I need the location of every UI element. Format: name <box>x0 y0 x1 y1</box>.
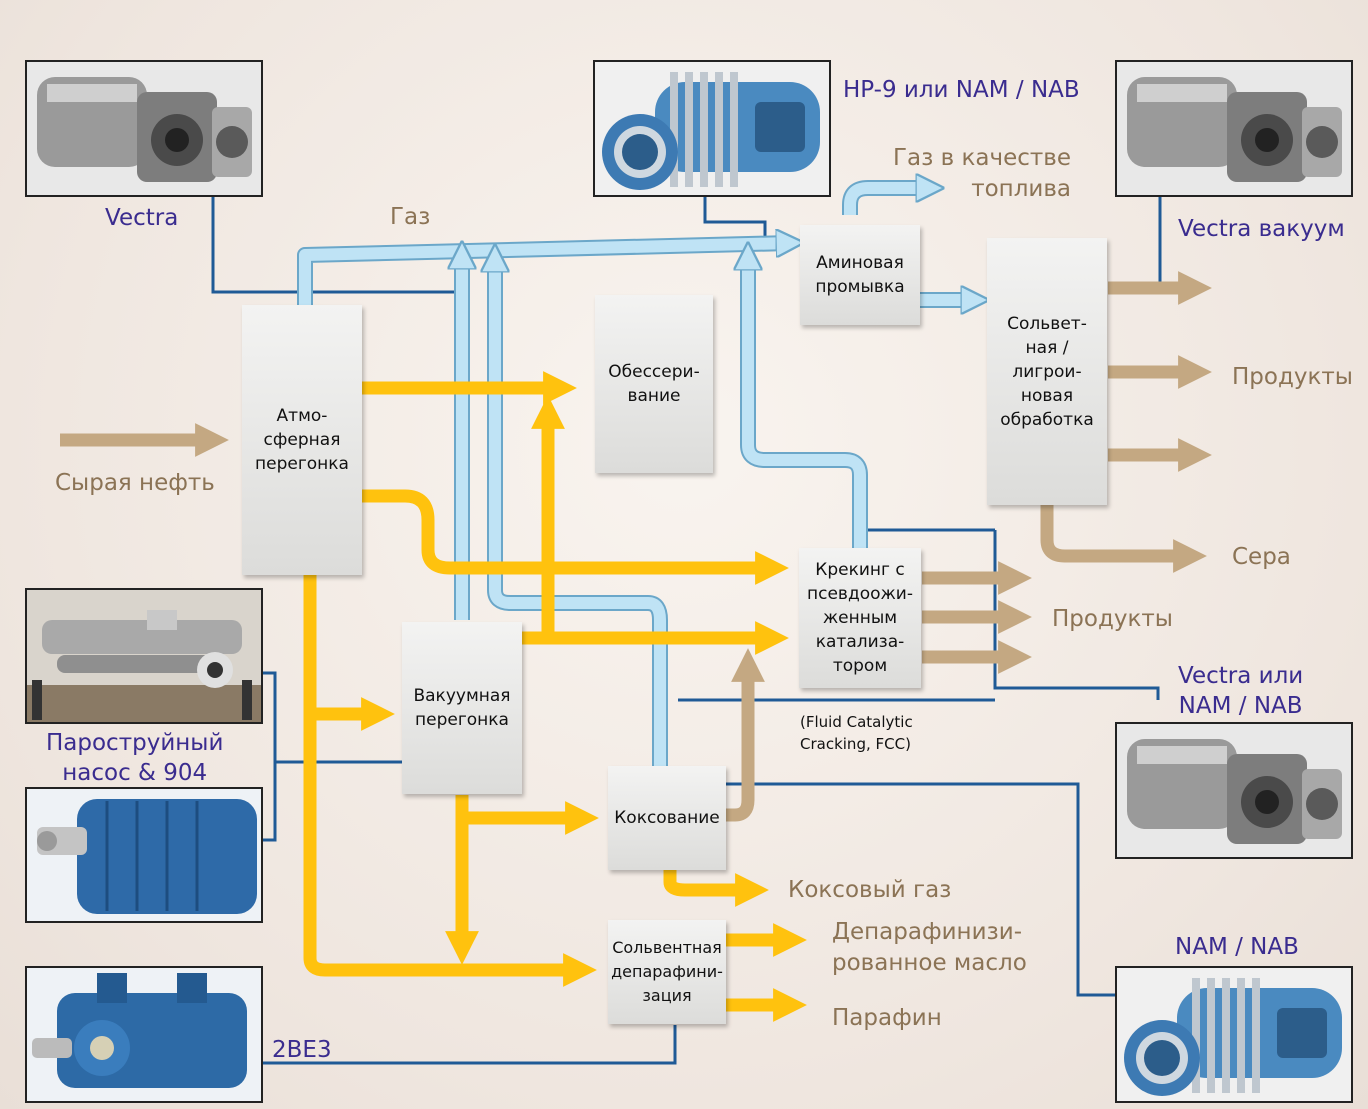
product-flows <box>60 271 1212 822</box>
solvent-dewaxing-box: Сольвентная депарафини- зация <box>608 920 726 1024</box>
nam-nab-pump-photo <box>1115 966 1353 1103</box>
vectra-nam-label: Vectra или NAM / NAB <box>1178 663 1304 719</box>
coke-to-fcc <box>725 648 765 822</box>
sulfur-flow <box>1040 505 1207 573</box>
vectra-label: Vectra <box>105 205 179 231</box>
2be3-label: 2BE3 <box>272 1037 332 1063</box>
2be3-pump-photo <box>25 966 263 1103</box>
solvent-naphtha-treatment-box: Сольвет- ная / лигрои- новая обработка <box>987 238 1107 505</box>
vectra-pump-photo <box>25 60 263 197</box>
vacuum-line-vectra-vacuum <box>1108 195 1162 292</box>
coking-box: Коксование <box>608 766 726 870</box>
gas-flow-fcc <box>742 258 866 548</box>
vacuum-distillation-box: Вакуумная перегонка <box>402 622 522 794</box>
vacuum-line-ejector <box>260 671 277 842</box>
amine-wash-box: Аминовая промывка <box>800 225 920 325</box>
atmospheric-distillation-box: Атмо- сферная перегонка <box>242 305 362 575</box>
products-right-label: Продукты <box>1232 364 1353 390</box>
gas-flows <box>297 188 975 768</box>
gas-flow-main <box>299 243 790 305</box>
fcc-products-label: Продукты <box>1052 606 1173 632</box>
gas-flow-coking <box>489 260 666 768</box>
dewaxed-oil-label: Депарафинизи- рованное масло <box>832 919 1027 976</box>
oil-flow-fcc <box>362 489 789 585</box>
fcc-box: Крекинг с псевдоожи- женным катализа- то… <box>799 548 921 688</box>
vectra-vacuum-pump-photo <box>1115 60 1353 197</box>
oil-flow-coke-gas <box>663 870 769 907</box>
hp9-label: HP-9 или NAM / NAB <box>843 77 1080 103</box>
vacuum-line-2be3 <box>262 1025 677 1065</box>
motor-photo <box>25 787 263 923</box>
fcc-note: (Fluid Catalytic Cracking, FCC) <box>800 713 913 753</box>
sulfur-label: Сера <box>1232 544 1291 570</box>
oil-flows <box>303 371 807 1022</box>
ejector-photo <box>25 588 263 724</box>
hp9-pump-photo <box>593 60 831 197</box>
gas-flow-fuel <box>844 188 930 215</box>
coke-gas-label: Коксовый газ <box>788 877 952 903</box>
vacuum-line-vectra-nam <box>993 530 1160 700</box>
vacuum-line-vectra <box>211 195 305 294</box>
desulfurization-box: Обессери- вание <box>595 295 713 473</box>
gas-label: Газ <box>390 204 431 230</box>
vectra-vacuum-label: Vectra вакуум <box>1178 216 1345 242</box>
crude-oil-label: Сырая нефть <box>55 470 215 496</box>
gas-fuel-label: Газ в качестве топлива <box>893 145 1072 202</box>
nam-nab-label: NAM / NAB <box>1175 934 1299 960</box>
oil-flow-down <box>303 575 597 987</box>
vacuum-lines <box>211 192 1162 1065</box>
vacuum-line-hp9 <box>703 192 767 243</box>
vacuum-line-coking <box>725 782 1118 997</box>
ejector-label: Пароструйный насос & 904 <box>46 730 224 786</box>
paraffin-label: Парафин <box>832 1005 942 1031</box>
vectra-nam-pump-photo <box>1115 722 1353 859</box>
